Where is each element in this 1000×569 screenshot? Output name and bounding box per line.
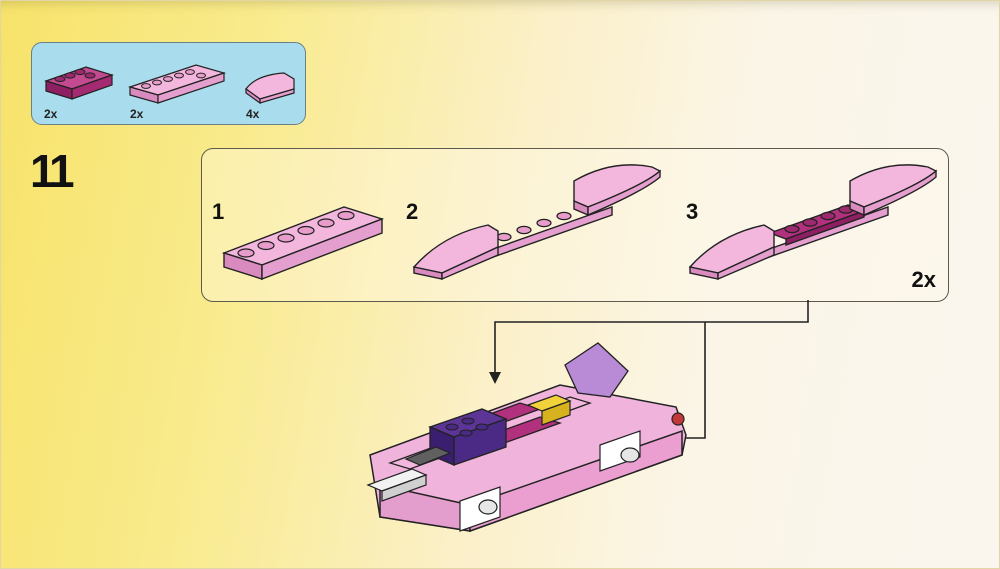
multiplier-label: 2x	[911, 267, 936, 292]
dark-pink-plate-1x4-icon	[44, 66, 114, 100]
pink-plate-1x6-icon	[127, 64, 227, 104]
pink-curved-slope-icon	[245, 72, 295, 105]
step-number: 11	[30, 145, 75, 197]
substep-label-2: 2	[406, 199, 419, 224]
part-quantity: 2x	[44, 107, 58, 121]
substep-label-1: 1	[212, 199, 225, 224]
substep-label-3: 3	[686, 199, 699, 224]
parts-list-callout: 2x 2x 4x	[31, 42, 306, 125]
car-model-illustration	[366, 342, 687, 533]
substep-2-assembly-icon	[412, 164, 662, 281]
part-quantity: 2x	[130, 107, 144, 121]
substeps-callout: 1 2 3 2x	[201, 148, 949, 302]
part-quantity: 4x	[246, 107, 260, 121]
substep-1-plate-icon	[221, 206, 385, 281]
substep-3-assembly-icon	[688, 164, 938, 281]
